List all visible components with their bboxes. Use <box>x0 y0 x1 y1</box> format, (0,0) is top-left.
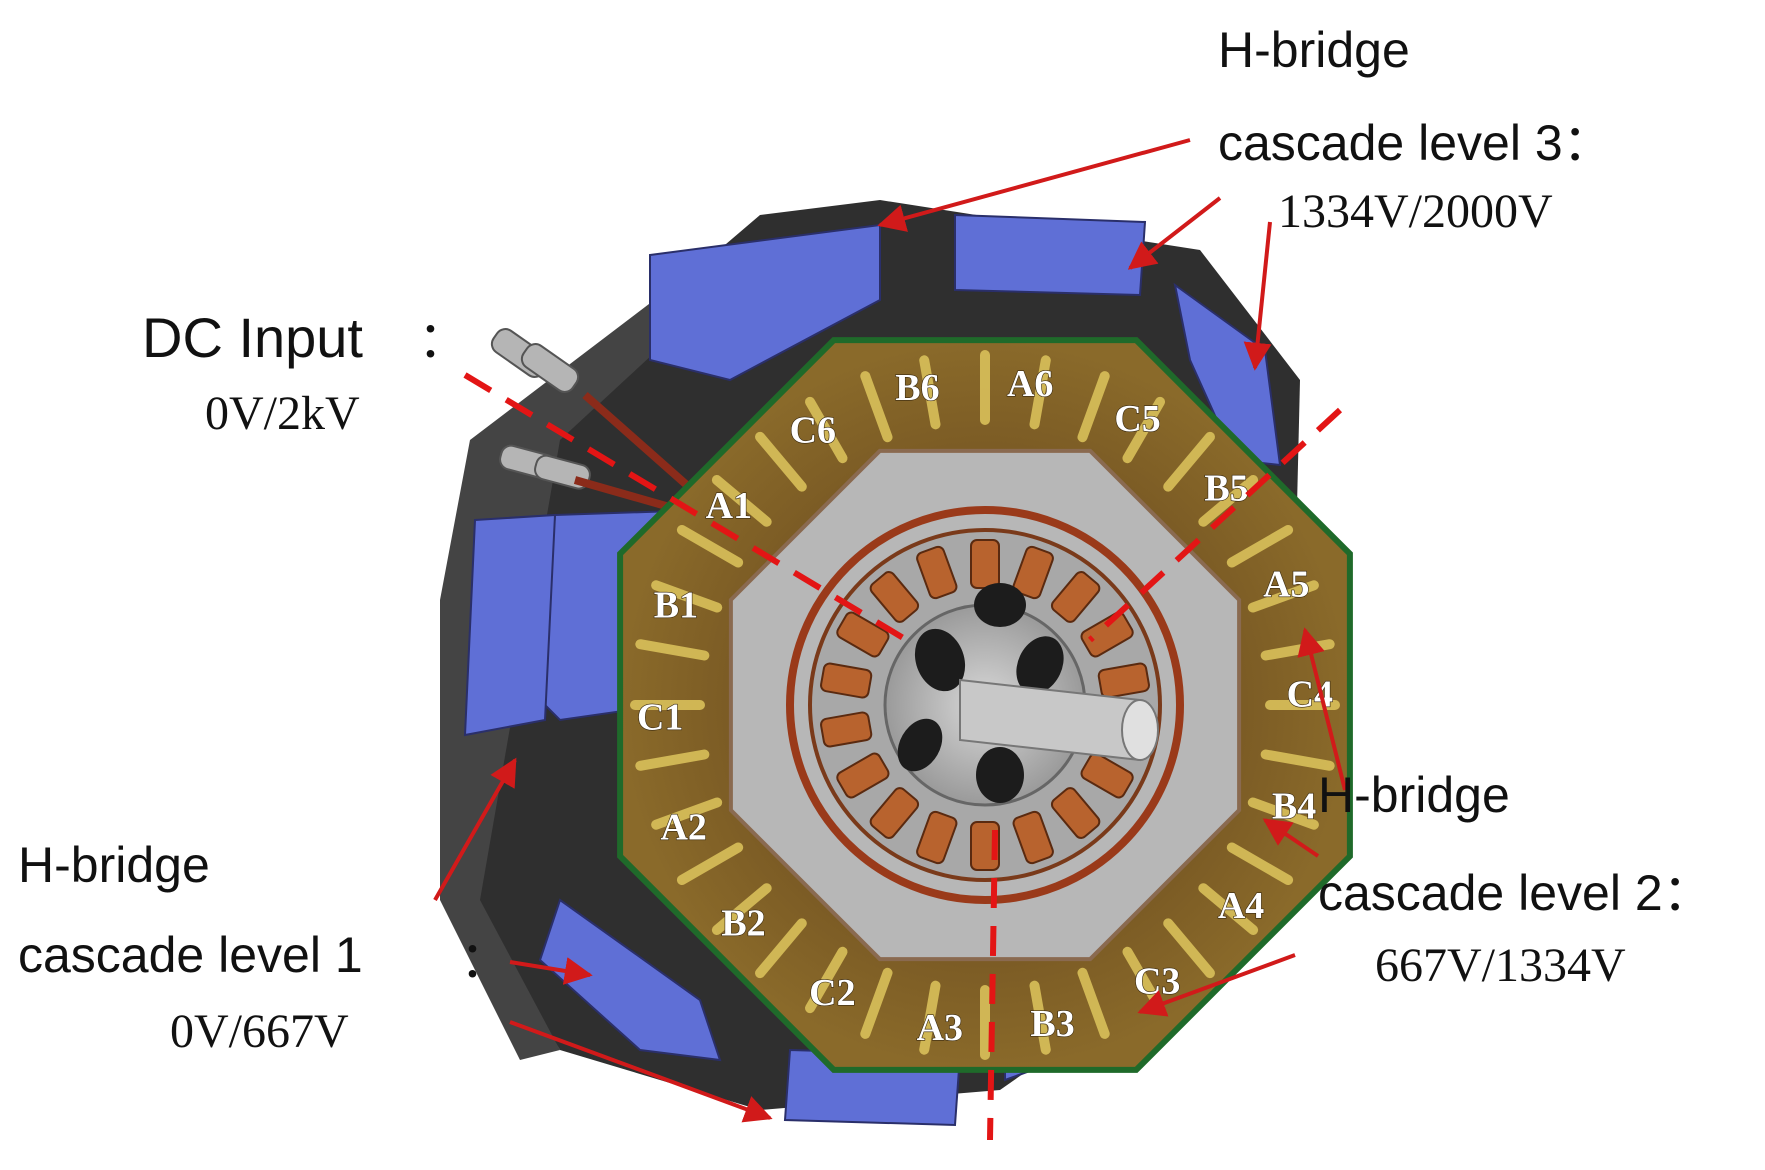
motor-stator-rotor <box>786 506 1184 904</box>
segment-label-a1: A1 <box>706 485 752 527</box>
pointer-arrows <box>433 138 1347 1123</box>
ring-spoke <box>805 946 848 1014</box>
arrow-level1-b <box>509 957 593 985</box>
ring-spoke <box>1029 980 1051 1055</box>
ring-spoke <box>755 918 807 979</box>
arrow-level3-b <box>1127 196 1222 270</box>
arrow-level2-b <box>1262 818 1320 858</box>
stator-coil <box>1050 571 1101 623</box>
level3-line: cascade level 3： <box>1218 115 1613 171</box>
ring-spoke <box>755 431 807 492</box>
level2-title: H-bridge <box>1318 767 1510 823</box>
ring-spoke <box>919 355 941 430</box>
ring-spoke <box>676 842 744 885</box>
segment-label-a5: A5 <box>1263 563 1309 605</box>
ring-spoke <box>1247 580 1319 613</box>
ring-spoke <box>860 967 893 1039</box>
segment-label-b2: B2 <box>721 903 765 945</box>
dc-input-title: DC Input <box>142 306 363 369</box>
ring-spoke <box>805 396 848 464</box>
level1-voltage: 0V/667V <box>170 1005 349 1058</box>
ring-spoke <box>919 980 941 1055</box>
ring-spoke <box>1029 355 1051 430</box>
segment-label-c3: C3 <box>1134 961 1180 1003</box>
level2-line: cascade level 2： <box>1318 865 1713 921</box>
segment-label-a3: A3 <box>917 1007 963 1049</box>
ring-spoke <box>635 639 710 661</box>
division-lines <box>463 372 1343 1141</box>
arrow-level1-c <box>509 1020 773 1123</box>
stator-coil <box>1097 662 1150 699</box>
level1-colon: ： <box>460 932 510 988</box>
dc-input-colon: ： <box>418 312 468 368</box>
ring-spoke <box>1226 525 1294 568</box>
stator-coil <box>970 539 1000 589</box>
ring-spoke <box>1226 842 1294 885</box>
stator-coil <box>820 662 873 699</box>
stator-coil <box>916 810 958 865</box>
stator-coil <box>869 787 920 839</box>
ring-spoke <box>860 371 893 443</box>
ring-spoke <box>1163 431 1215 492</box>
level1-title: H-bridge <box>18 837 210 893</box>
dc-input-voltage: 0V/2kV <box>205 387 360 440</box>
segment-label-a4: A4 <box>1218 885 1264 927</box>
ring-spoke <box>1077 371 1110 443</box>
stator-coil <box>836 611 890 658</box>
ring-spoke <box>635 749 710 771</box>
stator-coil <box>820 711 873 748</box>
arrow-level2-c <box>1137 953 1296 1017</box>
ring-spoke <box>651 797 723 830</box>
segment-label-c2: C2 <box>809 972 855 1014</box>
stator-coil <box>1080 752 1134 799</box>
stator-coil <box>1012 545 1054 600</box>
stator-coil <box>916 545 958 600</box>
ring-spoke <box>1198 883 1259 935</box>
ring-spoke <box>711 883 772 935</box>
ring-spoke <box>711 475 772 527</box>
segment-label-b1: B1 <box>654 585 698 627</box>
arrow-level3-c <box>1243 221 1272 371</box>
ring-spoke <box>1163 918 1215 979</box>
ring-spoke <box>1198 475 1259 527</box>
segment-label-a2: A2 <box>660 807 706 849</box>
ring-spoke <box>1247 797 1319 830</box>
ring-spoke <box>676 525 744 568</box>
stator-coil <box>836 752 890 799</box>
stator-coil <box>1012 810 1054 865</box>
segment-label-c1: C1 <box>637 696 683 738</box>
level3-title: H-bridge <box>1218 22 1410 78</box>
stator-coil <box>1050 787 1101 839</box>
arrow-level1-a <box>433 757 517 901</box>
segment-label-a6: A6 <box>1007 363 1053 405</box>
ring-spoke <box>1077 967 1110 1039</box>
segment-label-c6: C6 <box>790 409 836 451</box>
ring-spoke <box>1122 396 1165 464</box>
segment-label-b4: B4 <box>1272 785 1316 827</box>
ring-spoke <box>1260 749 1335 771</box>
arrow-level2-a <box>1297 627 1347 791</box>
stator-coil <box>1080 611 1134 658</box>
stator-coil <box>869 571 920 623</box>
segment-label-b6: B6 <box>895 367 939 409</box>
ring-spoke <box>651 580 723 613</box>
arrow-level3-a <box>877 138 1191 232</box>
segment-label-b5: B5 <box>1204 468 1248 510</box>
segment-label-c5: C5 <box>1114 398 1160 440</box>
level1-line: cascade level 1 <box>18 927 363 983</box>
level2-voltage: 667V/1334V <box>1375 939 1626 992</box>
level3-voltage: 1334V/2000V <box>1278 185 1553 238</box>
segment-label-b3: B3 <box>1030 1003 1074 1045</box>
